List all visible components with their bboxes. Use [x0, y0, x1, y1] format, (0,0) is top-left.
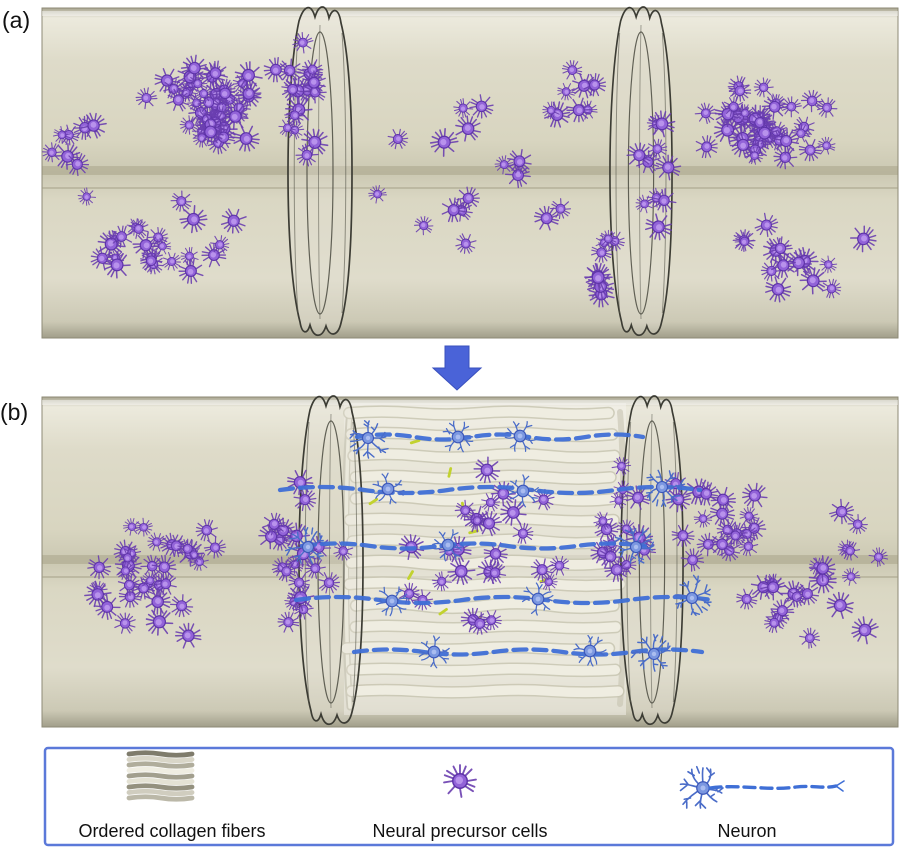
speck — [409, 439, 421, 445]
tube-seam-line — [42, 187, 898, 189]
speck — [468, 529, 479, 535]
axon — [351, 647, 705, 657]
speck — [407, 570, 414, 580]
panel-b-label: (b) — [0, 399, 28, 425]
axon — [293, 594, 715, 606]
tube-highlight — [42, 11, 898, 16]
speck — [447, 467, 453, 478]
membrane-ring-right — [609, 6, 673, 337]
panel-a-label: (a) — [2, 7, 30, 33]
legend-label-precursor: Neural precursor cells — [372, 821, 547, 841]
legend-label-collagen: Ordered collagen fibers — [78, 821, 265, 841]
legend: Ordered collagen fibers Neural precursor… — [43, 746, 895, 847]
down-arrow — [431, 345, 483, 391]
neurons-layer — [277, 416, 720, 680]
panel-a: (a) — [2, 6, 899, 339]
axon — [299, 541, 648, 551]
legend-label-neuron: Neuron — [717, 821, 776, 841]
axon — [354, 432, 646, 442]
neuron-icon — [679, 765, 845, 809]
axon — [277, 484, 703, 496]
tube-seam — [42, 166, 898, 175]
speck — [368, 497, 379, 506]
legend-box — [43, 746, 895, 847]
speck — [438, 608, 448, 616]
membrane-ring-left — [287, 6, 353, 337]
panel-b: (b) — [0, 395, 899, 728]
tube-highlight-b — [42, 400, 898, 405]
collagen-fibers-icon — [126, 750, 195, 802]
